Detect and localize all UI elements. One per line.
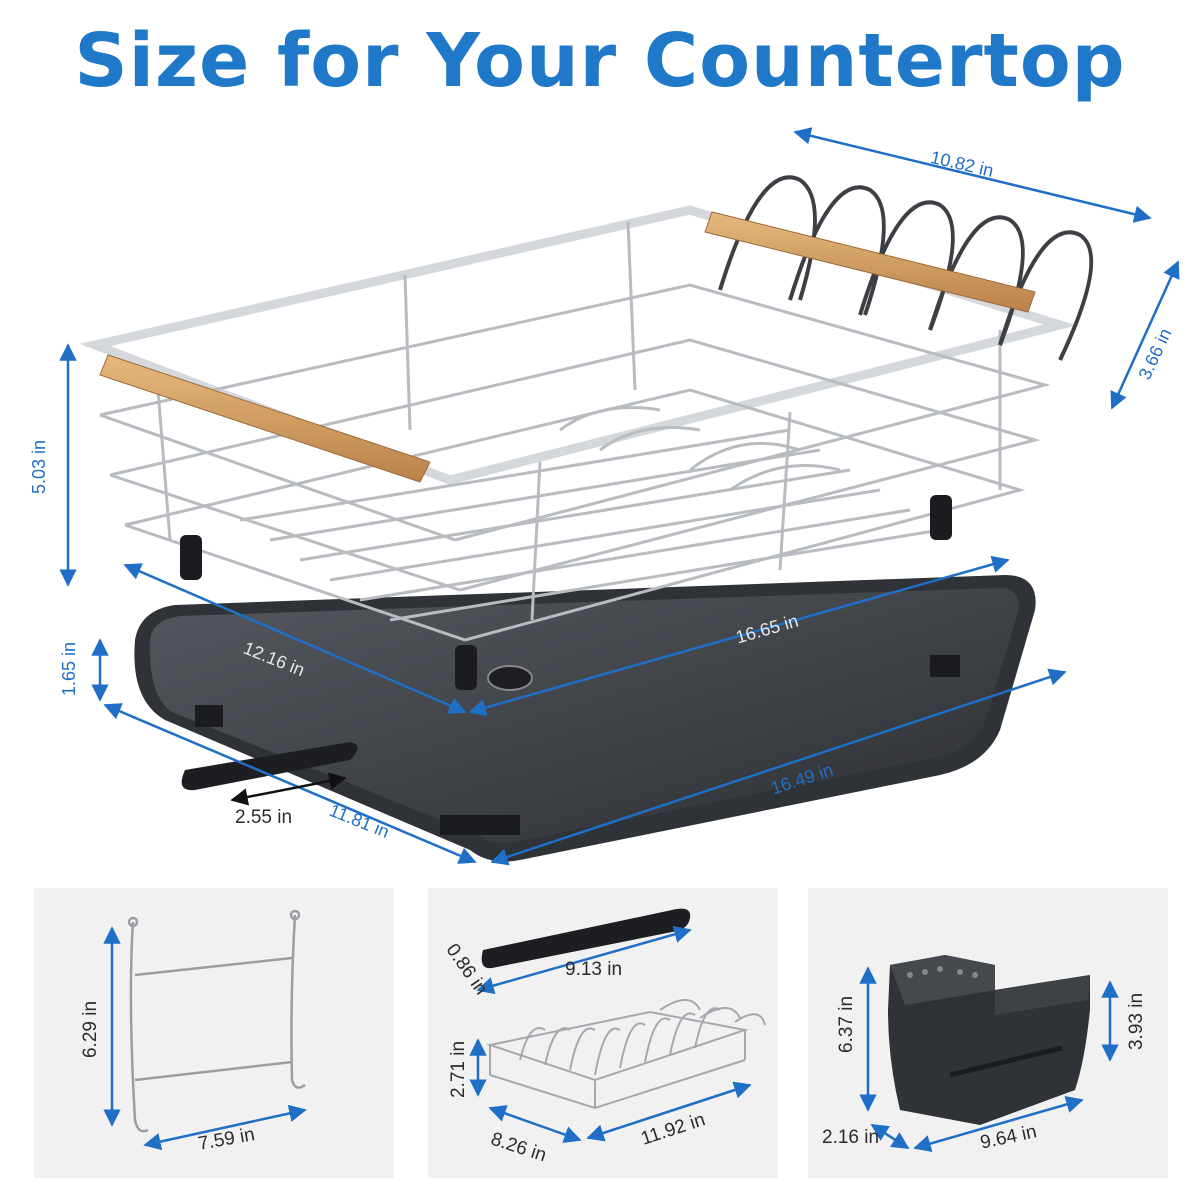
hook-height-label: 6.29 in xyxy=(80,1000,102,1059)
wooden-handles xyxy=(99,211,1036,483)
main-dimension-arrows xyxy=(59,127,1180,866)
hook-illustration xyxy=(127,909,306,1133)
holder-depth-label: 2.16 in xyxy=(822,1127,880,1148)
utensil-holder-illustration xyxy=(888,955,1090,1125)
holder-height-label: 6.37 in xyxy=(836,995,858,1054)
page-title: Size for Your Countertop xyxy=(74,18,1126,104)
spout-length-panel-label: 9.13 in xyxy=(565,959,623,980)
tray-height-label: 1.65 in xyxy=(59,641,80,697)
holder-inner-height-label: 3.93 in xyxy=(1126,992,1148,1051)
rack-height-label: 2.71 in xyxy=(448,1040,470,1099)
basket-height-label: 5.03 in xyxy=(29,439,50,495)
spout-length-label: 2.55 in xyxy=(235,807,293,828)
small-rack-illustration xyxy=(486,999,766,1110)
